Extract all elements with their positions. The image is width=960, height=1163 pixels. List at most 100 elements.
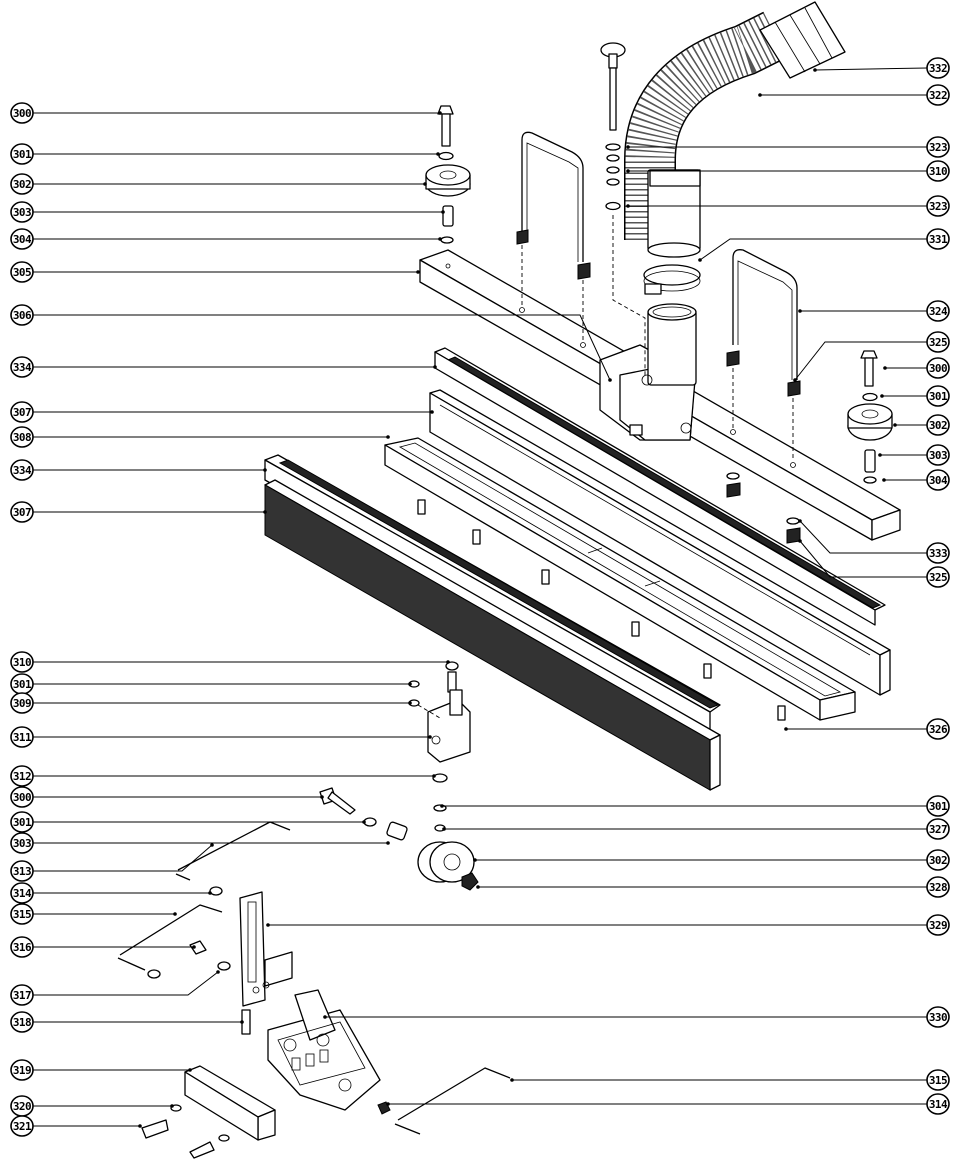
callout-circle (926, 1006, 950, 1028)
callout-c322: 322 (758, 84, 950, 106)
callout-c315b: 315 (510, 1069, 950, 1091)
leader-dot (438, 237, 442, 241)
callout-label: 301 (929, 390, 948, 403)
callout-circle (926, 136, 950, 158)
callout-label: 315 (929, 1074, 947, 1087)
leader-line (794, 341, 927, 381)
callout-circle (926, 849, 950, 871)
leader-dot (441, 210, 445, 214)
callout-circle (926, 414, 950, 436)
callout-label: 331 (929, 233, 948, 246)
leader-dot (430, 410, 434, 414)
callout-circle (926, 469, 950, 491)
leader-dot (386, 1102, 390, 1106)
callout-circle (10, 786, 34, 808)
callout-circle (926, 84, 950, 106)
callout-label: 325 (929, 571, 947, 584)
callout-c326: 326 (784, 718, 950, 740)
callout-label: 334 (13, 464, 32, 477)
leader-dot (882, 478, 886, 482)
callout-label: 316 (13, 941, 32, 954)
callout-c300c: 300 (10, 786, 324, 808)
callout-label: 334 (13, 361, 32, 374)
callout-circle (10, 261, 34, 283)
leader-dot (883, 366, 887, 370)
callout-c309: 309 (10, 692, 412, 714)
callout-circle (10, 1059, 34, 1081)
callout-circle (10, 426, 34, 448)
angle-bracket (141, 1065, 276, 1159)
brush-holder-upper (429, 389, 891, 696)
callout-label: 317 (13, 989, 31, 1002)
callout-circle (10, 228, 34, 250)
leader-dot (626, 204, 630, 208)
leader-dot (893, 423, 897, 427)
leader-dot (263, 468, 267, 472)
callout-circle (10, 356, 34, 378)
callout-label: 320 (13, 1100, 31, 1113)
callout-c325b: 325 (798, 539, 950, 588)
callout-c302c: 302 (473, 849, 950, 871)
callout-c314a: 314 (10, 882, 212, 904)
callout-circle (10, 173, 34, 195)
callout-label: 300 (13, 107, 31, 120)
leader-dot (423, 182, 427, 186)
callout-c329: 329 (266, 914, 950, 936)
callout-circle (926, 300, 950, 322)
leader-dot (416, 270, 420, 274)
callout-label: 303 (13, 206, 31, 219)
callout-c332a: 332 (813, 57, 950, 79)
leader-line (33, 314, 611, 381)
callout-c310b: 310 (10, 651, 450, 673)
leader-dot (436, 152, 440, 156)
leader-dot (880, 394, 884, 398)
leader-line (699, 238, 927, 261)
leader-dot (813, 68, 817, 72)
slider-plate (239, 891, 293, 1035)
mounting-screws (417, 499, 786, 721)
callout-circle (926, 1069, 950, 1091)
callout-circle (926, 331, 950, 353)
u-bolt-left (516, 131, 591, 340)
callout-circle (10, 1115, 34, 1137)
leader-dot (473, 858, 477, 862)
channel-bar (384, 437, 856, 721)
callout-circle (10, 726, 34, 748)
leader-line (814, 67, 928, 71)
knob-assembly (600, 42, 646, 375)
callout-circle (926, 795, 950, 817)
callout-circle (926, 818, 950, 840)
brush-strip-upper (434, 347, 886, 626)
callout-c324: 324 (798, 300, 950, 322)
callout-label: 306 (13, 309, 32, 322)
callout-c314b: 314 (386, 1093, 950, 1115)
u-bolt-right (726, 249, 801, 544)
callout-circle (10, 1011, 34, 1033)
callout-circle (10, 832, 34, 854)
leader-dot (510, 1078, 514, 1082)
callout-c312: 312 (10, 765, 436, 787)
callout-c301d: 301 (10, 811, 366, 833)
leader-dot (798, 519, 802, 523)
callout-circle (10, 811, 34, 833)
callout-c303b: 303 (10, 201, 445, 223)
callout-label: 314 (13, 887, 32, 900)
callout-label: 330 (929, 1011, 947, 1024)
callout-circle (926, 914, 950, 936)
callout-label: 328 (929, 881, 947, 894)
callout-label: 311 (13, 731, 32, 744)
leader-dot (170, 1104, 174, 1108)
callout-c308: 308 (10, 426, 390, 448)
callout-c300a: 300 (883, 357, 950, 379)
parts-drawing (117, 1, 901, 1159)
callout-label: 323 (929, 200, 947, 213)
callout-circle (926, 718, 950, 740)
callout-circle (926, 566, 950, 588)
callout-circle (926, 542, 950, 564)
callout-label: 325 (929, 336, 947, 349)
brush-strip-lower (264, 454, 721, 733)
callout-label: 303 (13, 837, 31, 850)
callout-circle (926, 385, 950, 407)
leader-dot (263, 510, 267, 514)
callout-c317: 317 (10, 970, 220, 1006)
